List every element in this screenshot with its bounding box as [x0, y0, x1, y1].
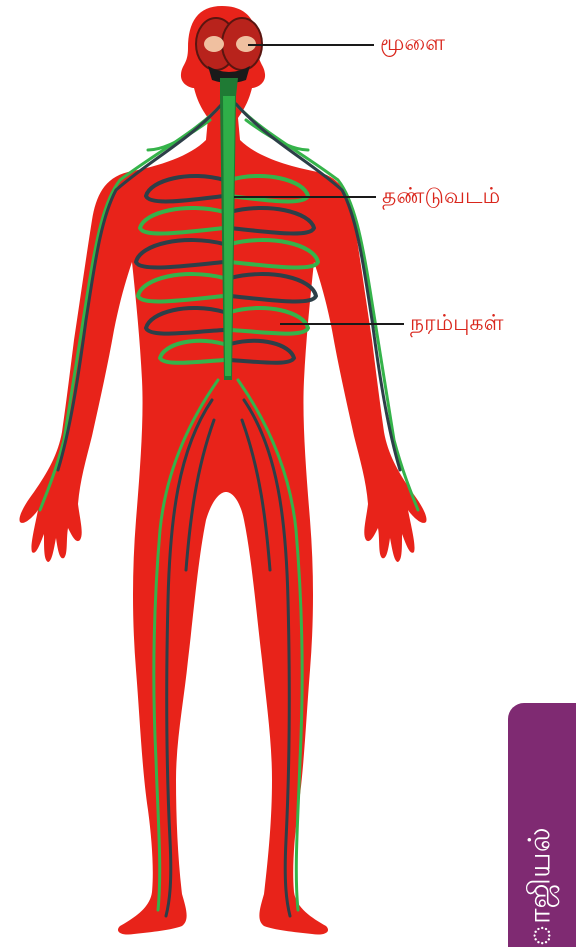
- chapter-side-tab: ாஜியல்: [508, 703, 576, 947]
- spinal-cord-label: தண்டுவடம்: [382, 186, 500, 208]
- chapter-side-tab-text: ாஜியல்: [523, 827, 562, 947]
- nerves-label: நரம்புகள்: [410, 313, 503, 335]
- brain-label: மூளை: [380, 33, 445, 55]
